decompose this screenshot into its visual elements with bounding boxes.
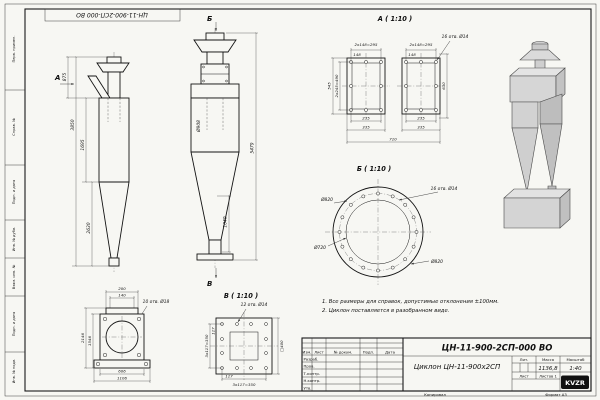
bracket-outline [93,307,151,369]
margin-column: Перв. примен. Справ. № Подп. и дата Инв.… [5,36,25,384]
dim-710: 710 [389,137,397,142]
tb-sheet-label: Лист [519,374,529,379]
view-v-direction-label: В [207,280,212,288]
tb-col-data: Дата [385,350,395,355]
dim-dia-820-outer: Ø820 [320,196,333,203]
view-a-direction-label: А [54,74,60,82]
margin-podp-data-2: Подп. и дата [12,312,16,336]
dim-335-1: 335 [362,125,370,130]
margin-inv-podl: Инв. № подл. [12,359,16,384]
callout-16-holes-b: 16 отв. Ø14 [431,185,458,192]
tb-doc-number: ЦН-11-900-2СП-000 ВО [442,343,553,353]
flange-ring [325,179,431,285]
dim-1106: 1106 [117,376,127,381]
callout-16-holes-a: 16 отв. Ø14 [442,33,469,40]
logo-text: KVZR [565,379,585,387]
view-bracket: 200 140 10 отв. Ø18 2146 1546 606 1106 [80,286,170,383]
callout-12-holes: 12 отв. Ø14 [241,301,268,308]
dim-335-2: 335 [417,125,425,130]
dim-pitch-bottom-v: 3x117=350 [233,382,256,387]
view-b-direction-label: Б [207,15,212,23]
dim-148-1: 148 [353,52,361,57]
dim-pitch-top-1: 2x148=295 [355,42,378,47]
flange-1 [342,53,390,119]
dim-5479: 5479 [250,142,256,153]
tb-row-tkontr: Т.контр. [303,371,320,376]
tb-row-razrab: Разраб. [304,357,319,362]
tb-row-prov: Пров. [304,364,315,369]
dim-dia-908: Ø908 [195,120,202,133]
dim-pitch-left-v: 3x117=350 [204,334,209,357]
view-a-title: А ( 1:10 ) [377,15,412,23]
margin-inv-dubl: Инв. № дубл. [12,227,16,252]
callout-10-holes: 10 отв. Ø18 [143,298,170,305]
dim-2146: 2146 [80,333,85,343]
dim-148-2: 148 [408,52,416,57]
dim-2630: 2630 [86,222,92,233]
tb-col-podp: Подп. [363,350,375,355]
dim-1040: 1040 [223,216,229,227]
dim-235-2: 235 [417,116,425,121]
view-b: Б ( 1:10 ) 16 отв. Ø14 Ø820 Ø720 Ø820 [313,165,458,285]
margin-vzam-inv: Взам. инв. № [12,265,16,290]
company-logo: KVZR [561,375,589,389]
tb-row-utv: Утв. [304,386,312,391]
dim-pitch-left: 2x245=490 [334,74,339,97]
tb-mass-header: Масса [542,357,554,362]
tb-row-nkontr: Н.контр. [304,378,321,383]
dim-3850: 3850 [70,119,76,130]
view-main-front: Б Ø908 1040 5479 В [190,15,258,288]
view-a: А ( 1:10 ) 2x148=295 2x148=295 148 [327,15,469,144]
tb-scale-header: Масштаб [566,357,585,362]
note-line-2: 2. Циклон поставляется в разобранном вид… [322,308,449,314]
dim-1695: 1695 [80,139,86,150]
margin-sprav-no: Справ. № [12,118,16,136]
tb-col-doc: № докум. [334,350,353,355]
dim-dia-720: Ø720 [313,244,326,251]
cyclone-outline-main [190,28,240,268]
note-line-1: 1. Все размеры для справок, допустимые о… [322,299,499,305]
tb-scale-value: 1:40 [569,366,582,372]
square-flange [210,312,278,380]
dim-235-1: 235 [362,116,370,121]
margin-perv-primen: Перв. примен. [12,36,16,63]
dim-117-bottom: 117 [225,374,233,379]
dim-1546: 1546 [87,336,92,346]
below-frame-labels: Копировал Формат А3 [424,392,567,397]
corner-stamp-box [44,8,181,22]
dim-200: 200 [118,286,126,291]
dim-630: 630 [441,82,446,90]
dim-dia-820-bolt: Ø820 [430,258,443,265]
margin-podp-data-1: Подп. и дата [12,180,16,204]
dim-pitch-top-2: 2x148=295 [410,42,433,47]
dim-117-left: 117 [211,327,216,335]
view-v-title: В ( 1:10 ) [224,292,258,300]
tb-col-list: Лист [314,350,324,355]
view-v: В ( 1:10 ) 12 отв. Ø14 3x117=350 117 3x1… [204,292,284,387]
dim-606: 606 [118,369,126,374]
kopiroval-label: Копировал [424,392,446,397]
tb-part-name: Циклон ЦН-11-900х2СП [414,363,501,371]
dim-545: 545 [327,82,332,90]
tb-col-izm: Изм. [303,350,312,355]
view-isometric [503,41,571,229]
notes: 1. Все размеры для справок, допустимые о… [322,299,499,314]
flange-2 [397,53,445,119]
format-label: Формат А3 [545,392,567,397]
corner-stamp-text: ЦН-11-900-2СП-000 ВО [76,11,148,18]
dim-square-400: □400 [279,340,284,352]
dim-140: 140 [118,293,126,298]
view-front-left: А 875 3850 1695 2630 [54,52,130,272]
tb-sheets-label: Листов 1 [539,374,557,379]
tb-mass-value: 1136,8 [538,366,558,372]
title-block: Изм. Лист № докум. Подп. Дата Разраб. Пр… [301,337,592,392]
cyclone-outline-left [87,52,130,272]
dim-875: 875 [62,73,68,82]
tb-lit-header: Лит. [520,357,529,362]
view-b-title: Б ( 1:10 ) [357,165,391,173]
